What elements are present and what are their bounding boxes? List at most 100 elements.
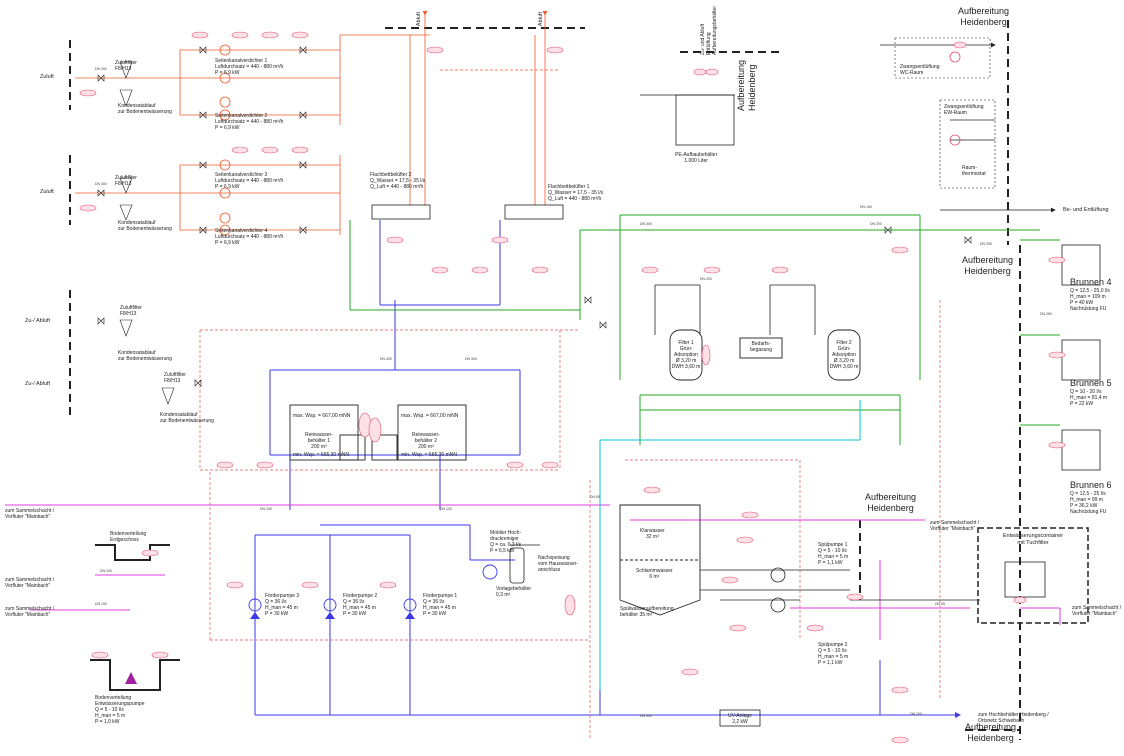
label-reinw1: Reinwasser- behälter 1 200 m³ [305,432,333,450]
label-sp2: Spülpumpe 2 Q = 5 - 10 l/s H_man = 5 m P… [818,642,849,666]
svg-text:DN 200: DN 200 [700,277,712,281]
wash-tank [619,504,701,616]
label-sp1: Spülpumpe 1 Q = 5 - 10 l/s H_man = 5 m P… [818,542,849,566]
label-aufb-top: Aufbereitung Heidenberg [958,6,1010,27]
svg-text:DN 100: DN 100 [95,602,107,606]
cyan-lines [599,400,861,690]
svg-text:DN 300: DN 300 [465,357,477,361]
label-kondensat-1: Kondensatablauf zur Bodenentwässerung [118,103,172,115]
pump-markers [250,612,415,619]
label-bodenrinne: Bodenverteilung Erdgeschoss [110,531,147,543]
label-zuluftfilter-4: Zuluftfilter F8/H13 [164,372,186,384]
label-zuluftfilter-1: Zuluftfilter F8/H13 [115,60,137,72]
wells [1061,244,1101,471]
svg-text:DN 200: DN 200 [910,712,922,716]
svg-text:DN 300: DN 300 [640,714,652,718]
label-zuluftfilter-2: Zuluftfilter F8/H13 [115,175,137,187]
label-sv3: Seitenkanalverdichter 3 Luftdurchsatz = … [215,172,284,190]
label-sv2: Seitenkanalverdichter 2 Luftdurchsatz = … [215,113,284,131]
label-abluft-b: Abluft [538,12,544,27]
svg-text:DN 250: DN 250 [980,242,992,246]
label-brunnen6-data: Q = 12,5 - 25 l/s H_man = 99 m P = 36,2 … [1070,491,1107,515]
fan-wc [949,51,961,146]
label-zwangs-ew: Zwangsentlüftung EW-Raum [944,104,984,116]
label-filter2: Filter 2 Grün- Adsorption Ø 3,20 m DWH 3… [829,340,859,370]
label-brunnen4-data: Q = 12,5 - 25,0 l/s H_man = 109 m P = 40… [1070,288,1110,312]
label-min-max-1: max. Wsp. = 667,00 mNN [293,413,351,419]
building-boundaries [69,20,1021,740]
svg-text:DN 300: DN 300 [95,67,107,71]
label-zuluft-1: Zuluft [40,74,54,80]
label-schlamm: Schlammwasser 6 m³ [636,568,673,580]
label-sv1: Seitenkanalverdichter 1 Luftdurchsatz = … [215,58,284,76]
pipe-size-labels: DN 300 DN 300 DN 300 DN 300 DN 100 DN 100 D… [95,67,1052,718]
wash-pumps [770,567,786,613]
label-pe-behaelter: PE-Aufbaubehälter 1.000 Liter [675,152,718,164]
label-hochbeh: zum Hochbehälter Heidenberg / Ortsnetz S… [978,712,1049,724]
label-min-max-4: min. Wsp. = 665,30 mNN [401,452,457,458]
ventilation-boxes [894,37,996,189]
label-zwangs-wc: Zwangsentlüftung WC-Raum [900,64,940,76]
dewater-container [977,527,1089,624]
label-be-entl: Be- und Entlüftung [1063,207,1109,213]
svg-text:DN 100: DN 100 [260,507,272,511]
label-zu-und-abluft: Zu- und Abluft Entlüftung Aufbereitungsb… [700,6,718,55]
label-zuluft-2: Zuluft [40,189,54,195]
dewater-tank [1004,561,1046,598]
svg-text:DN 300: DN 300 [870,222,882,226]
label-filter1: Filter 1 Grün- Adsorption Ø 3,20 m DWH 3… [671,340,701,370]
label-samm1: zum Sammelschacht / Vorfluter "Mainbach" [5,508,55,520]
svg-text:DN 150: DN 150 [860,205,872,209]
label-min-max-3: max. Wsp. = 667,00 mNN [401,413,459,419]
air-filters [119,61,175,405]
label-samm3: zum Sammelschacht / Vorfluter "Mainbach" [5,606,55,618]
label-nachsp: Nachspeisung vom Hauswasser- anschluss [538,555,579,573]
label-entw: Entwässerungscontainer mit Tuchfilter [1002,533,1064,546]
svg-text:DN 300: DN 300 [640,222,652,226]
label-brunnen6: Brunnen 6 [1070,480,1112,490]
label-zuluftfilter-3: Zuluftfilter F8/H13 [120,305,142,317]
clean-water-tanks [289,404,467,461]
label-klarwasser: Klarwasser 32 m³ [640,528,665,540]
pe-tank [640,94,735,146]
overflow-lines [5,504,1061,640]
svg-text:DN 300: DN 300 [95,182,107,186]
svg-text:DN 65: DN 65 [590,495,600,499]
label-bedarfs: Bedarfs- begasung [750,341,772,353]
label-aufb-mid: Aufbereitung Heidenberg [865,492,917,513]
feed-tank [509,547,525,584]
raw-water-lines [349,214,1060,445]
label-samm2: zum Sammelschacht / Vorfluter "Mainbach" [5,577,55,589]
label-brunnen5-data: Q = 10 - 20 l/s H_man = 81,4 m P = 22 kW [1070,389,1108,407]
label-aufb-bottom: Aufbereitung Heidenberg [965,722,1017,743]
feed-pumps [248,564,498,612]
label-kondensat-3: Kondensatablauf zur Bodenentwässerung [118,350,172,362]
valves [97,46,972,387]
svg-text:DN 300: DN 300 [380,357,392,361]
label-sv4: Seitenkanalverdichter 4 Luftdurchsatz = … [215,228,284,246]
label-fb2: Flachbettbelüfter 2 Q_Wasser = 17,5 - 35… [370,172,426,190]
label-samm5: zum Sammelschacht / Vorfluter "Mainbach" [1072,605,1122,617]
label-raumthermostat: Raum- thermostat [962,165,986,177]
label-fp1: Förderpumpe 1 Q = 36 l/s H_man = 45 m P … [423,593,458,617]
label-fp2: Förderpumpe 2 Q = 36 l/s H_man = 45 m P … [343,593,378,617]
label-zu-abluft-2: Zu-/ Abluft [25,381,51,387]
label-kondensat-2: Kondensatablauf zur Bodenentwässerung [118,220,172,232]
black-pipes [510,42,1056,601]
label-fb1: Flachbettbelüfter 1 Q_Wasser = 17,5 - 35… [548,184,604,202]
label-aufb-vert: Aufbereitung Heidenberg [736,60,757,112]
label-zu-abluft-1: Zu-/ Abluft [25,318,51,324]
svg-text:DN 250: DN 250 [1040,312,1052,316]
label-kondensat-4: Kondensatablauf zur Bodenentwässerung [160,412,214,424]
label-min-max-2: min. Wsp. = 665,30 mNN [293,452,349,458]
svg-text:DN 65: DN 65 [935,602,945,606]
uv-unit [719,709,761,727]
air-system [75,11,560,235]
label-reinw2: Reinwasser- behälter 2 200 m³ [412,432,440,450]
water-network [254,220,961,718]
label-vorlage: Vorlagebehälter 0,3 m³ [496,586,532,598]
floor-drain [90,544,180,691]
svg-text:DN 100: DN 100 [440,507,452,511]
drain-pump-icon [125,672,137,684]
